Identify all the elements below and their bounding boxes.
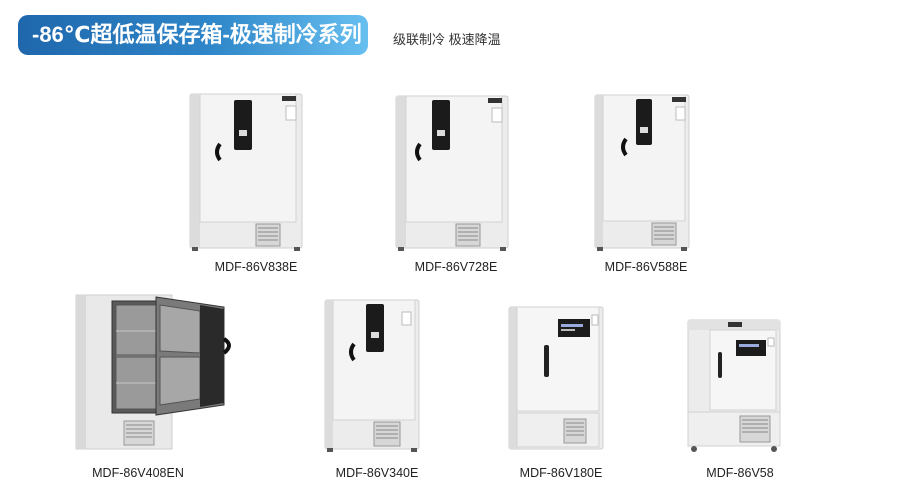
product-card-86v58[interactable] [684,318,784,453]
product-card-86v838e[interactable] [186,92,306,252]
freezer-image [594,94,690,251]
model-label: MDF-86V588E [604,260,688,274]
product-card-86v728e[interactable] [392,94,512,252]
product-card-86v588e[interactable] [592,93,692,252]
freezer-image [687,319,781,452]
model-label: MDF-86V408EN [92,466,184,480]
freezer-image [395,95,509,251]
model-label: MDF-86V728E [414,260,498,274]
product-card-86v340e[interactable] [322,298,422,453]
freezer-image [75,294,231,450]
freezer-image [324,299,420,452]
model-label: MDF-86V58 [706,466,774,480]
product-card-86v180e[interactable] [506,305,606,453]
freezer-image [508,306,604,450]
section-subtitle: 级联制冷 极速降温 [393,32,501,47]
model-label: MDF-86V838E [214,260,298,274]
section-title-banner: -86℃超低温保存箱-极速制冷系列 [18,15,368,55]
product-card-86v408en[interactable] [74,293,244,453]
model-label: MDF-86V180E [519,466,603,480]
section-title: -86℃超低温保存箱-极速制冷系列 [32,22,362,47]
model-label: MDF-86V340E [335,466,419,480]
freezer-image [189,93,303,251]
